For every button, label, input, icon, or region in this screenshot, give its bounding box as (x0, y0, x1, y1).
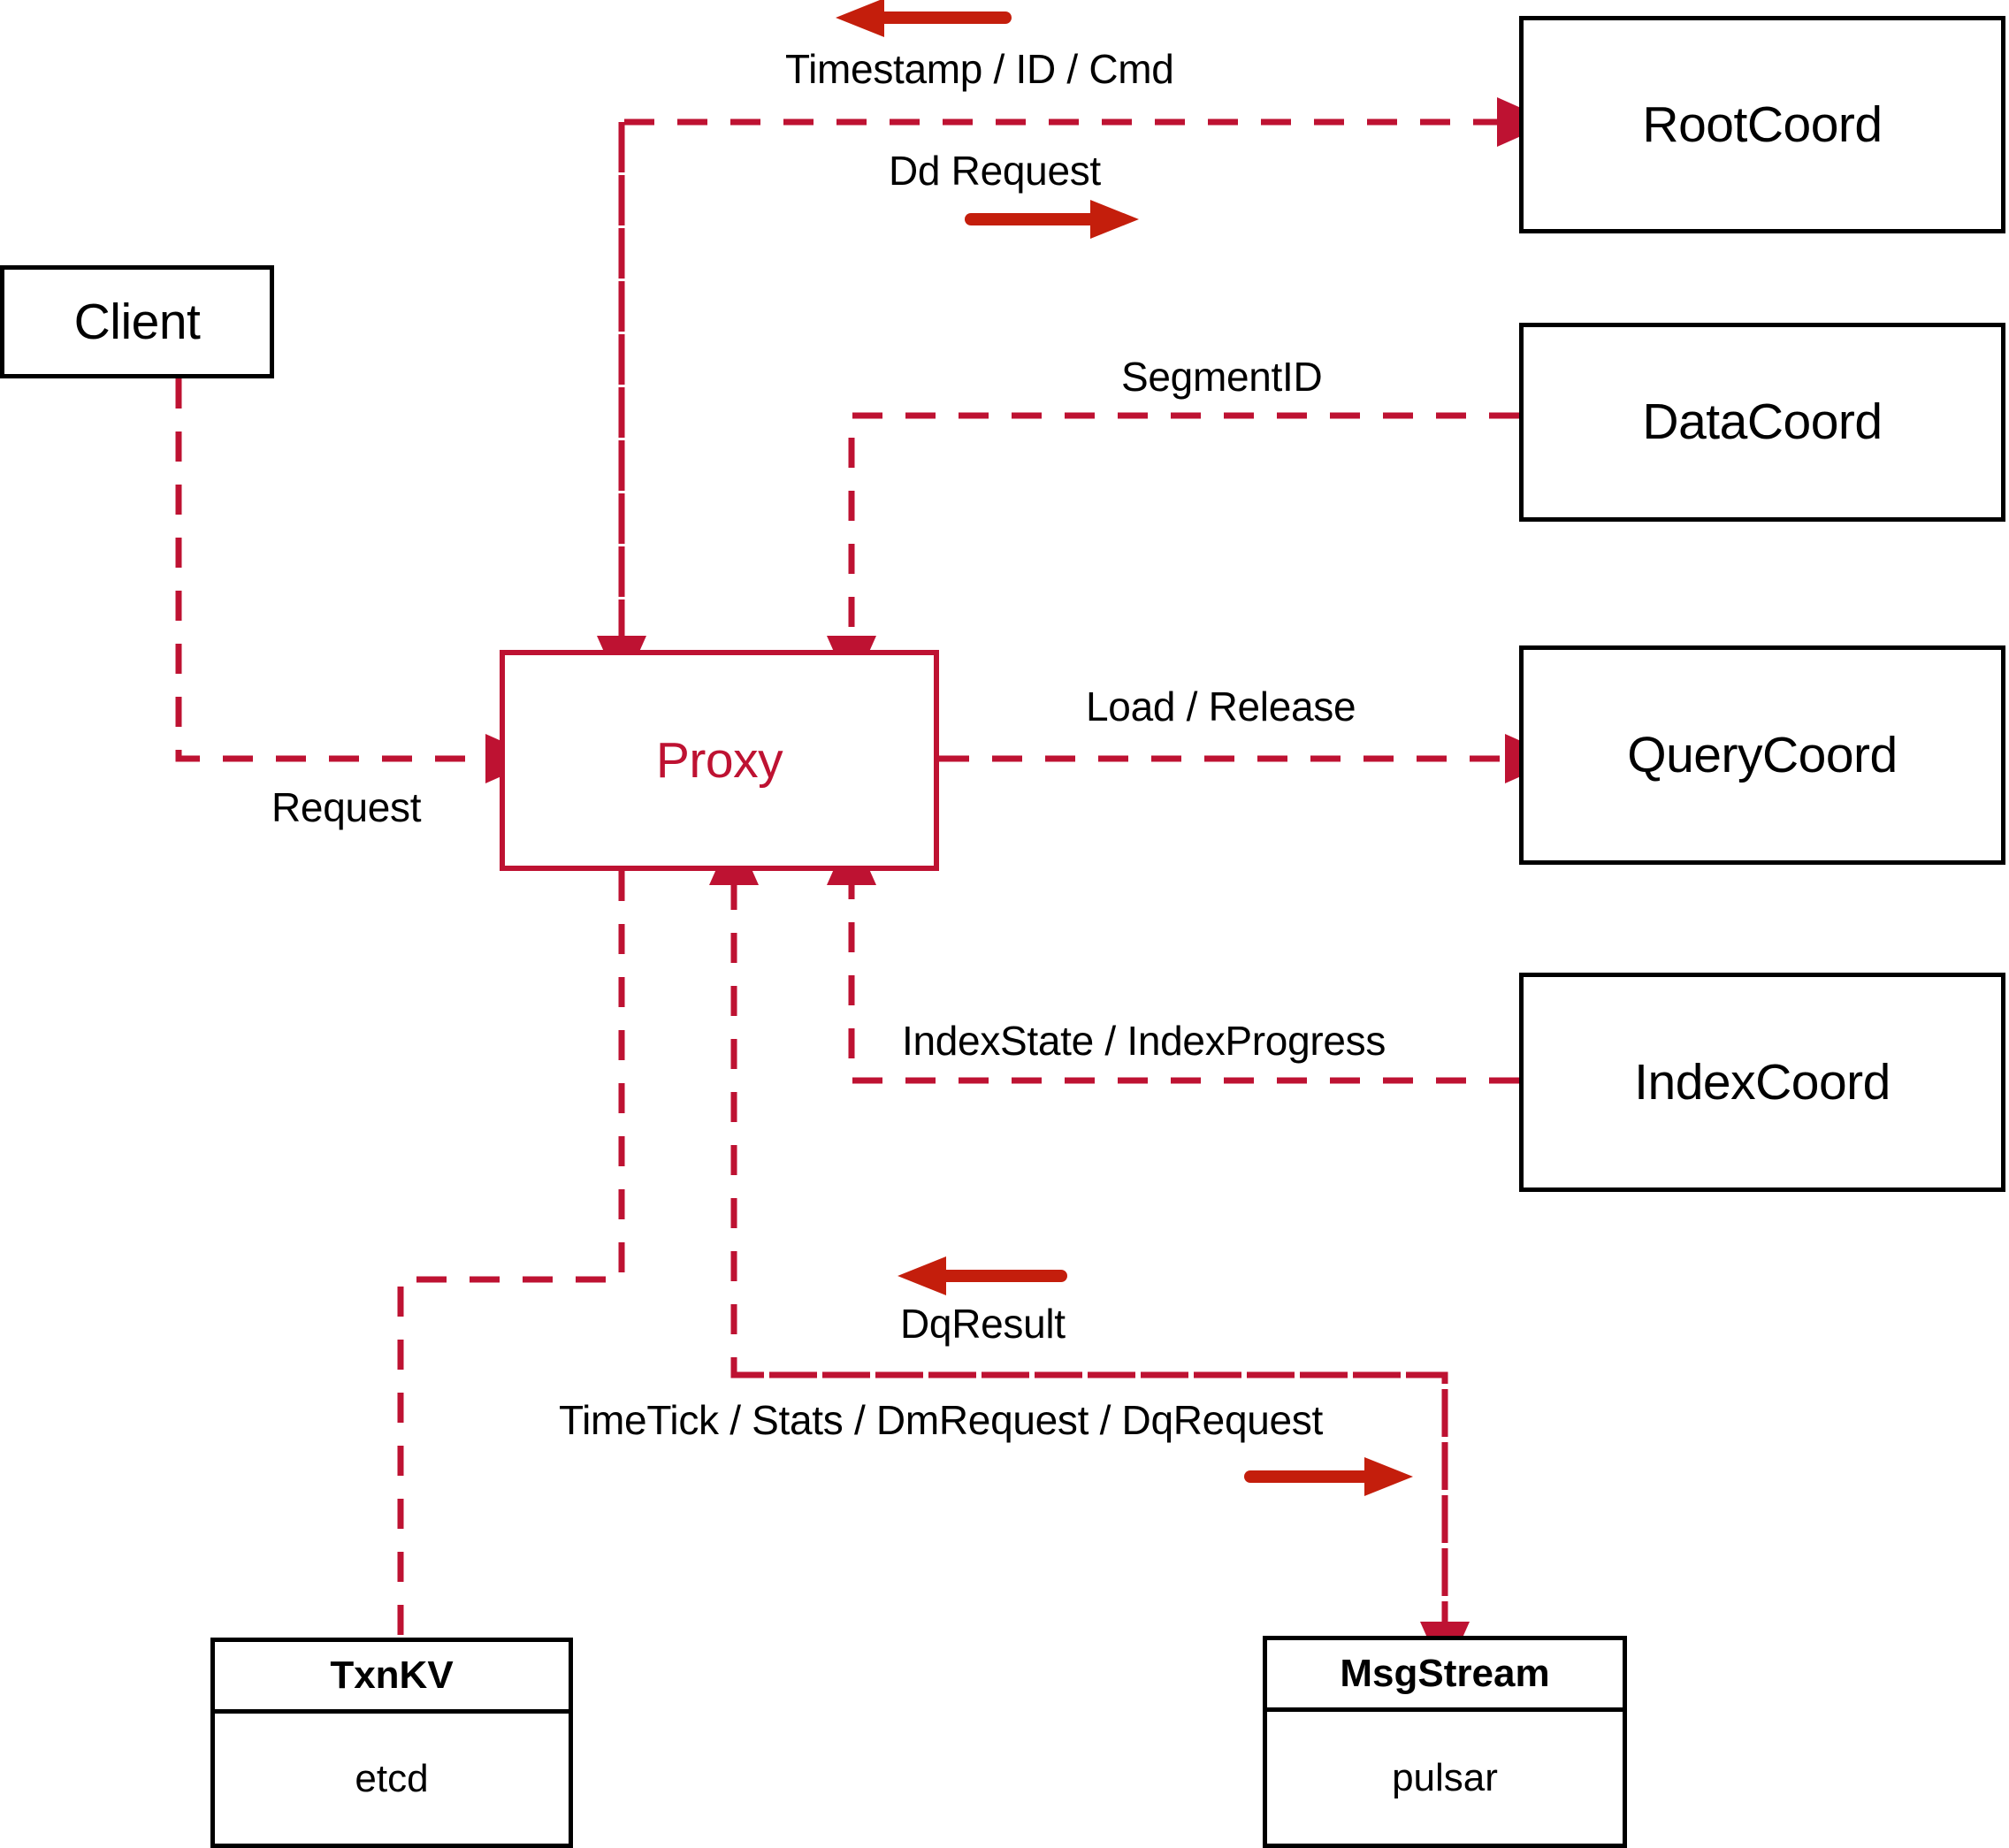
node-datacoord[interactable]: DataCoord (1519, 323, 2005, 522)
node-querycoord[interactable]: QueryCoord (1519, 645, 2005, 865)
direction-arrow-dd-request (965, 200, 1139, 239)
node-indexcoord-label: IndexCoord (1634, 1053, 1891, 1111)
node-rootcoord-label: RootCoord (1642, 95, 1883, 153)
edge-label-dd-request: Dd Request (889, 148, 1101, 194)
edge-label-request: Request (271, 784, 422, 830)
node-txnkv[interactable]: TxnKV etcd (210, 1638, 573, 1848)
node-proxy-label: Proxy (655, 731, 783, 789)
node-datacoord-label: DataCoord (1642, 393, 1883, 450)
direction-arrow-timetick (1244, 1457, 1413, 1496)
edge-label-segment-id: SegmentID (1121, 354, 1323, 400)
edge-proxy-rootcoord (597, 97, 1553, 691)
node-txnkv-header-label: TxnKV (330, 1653, 454, 1697)
node-indexcoord[interactable]: IndexCoord (1519, 973, 2005, 1192)
node-msgstream-header: MsgStream (1267, 1640, 1623, 1712)
node-rootcoord[interactable]: RootCoord (1519, 16, 2005, 233)
edge-proxy-txnkv (397, 871, 625, 1638)
node-msgstream-body-label: pulsar (1392, 1755, 1498, 1799)
node-querycoord-label: QueryCoord (1627, 726, 1898, 783)
direction-arrow-timestamp (836, 0, 1012, 37)
node-txnkv-header: TxnKV (215, 1642, 569, 1714)
node-txnkv-body-label: etcd (355, 1756, 429, 1800)
edge-label-timetick-stats: TimeTick / Stats / DmRequest / DqRequest (559, 1397, 1323, 1443)
edge-datacoord-proxy (827, 412, 1519, 691)
edge-label-load-release: Load / Release (1086, 683, 1356, 729)
edge-label-index-state-progress: IndexState / IndexProgress (902, 1018, 1386, 1064)
node-client-label: Client (73, 293, 201, 350)
direction-arrow-dq-result (898, 1256, 1067, 1295)
node-proxy[interactable]: Proxy (500, 650, 939, 871)
edge-label-timestamp-id-cmd: Timestamp / ID / Cmd (785, 46, 1174, 92)
edge-proxy-msgstream (709, 829, 1470, 1677)
edge-indexcoord-proxy (827, 829, 1519, 1084)
node-msgstream[interactable]: MsgStream pulsar (1263, 1636, 1627, 1848)
node-client[interactable]: Client (0, 265, 274, 378)
node-txnkv-body: etcd (215, 1714, 569, 1844)
edge-label-dq-result: DqResult (900, 1301, 1066, 1347)
node-msgstream-header-label: MsgStream (1340, 1652, 1550, 1695)
edge-client-proxy (175, 378, 541, 783)
node-msgstream-body: pulsar (1267, 1712, 1623, 1844)
